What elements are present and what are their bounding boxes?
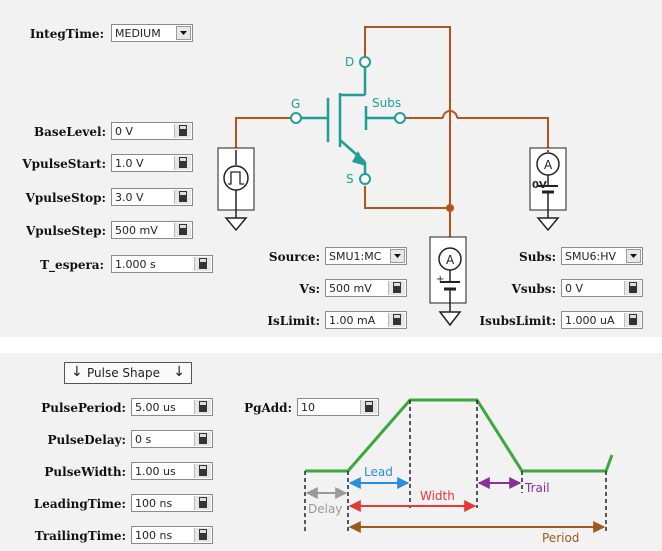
- calculator-icon[interactable]: [194, 528, 211, 542]
- vpulse-start-label: VpulseStart:: [22, 157, 106, 171]
- chevron-down-icon[interactable]: [390, 249, 405, 263]
- pulse-shape-label: Pulse Shape: [87, 366, 160, 380]
- pulse-width-value: 1.00 us: [135, 465, 176, 478]
- vpulse-stop-field[interactable]: 3.0 V: [111, 188, 193, 206]
- vpulse-stop-label: VpulseStop:: [25, 191, 106, 205]
- plus-sign: +: [436, 274, 444, 285]
- calculator-icon[interactable]: [388, 281, 405, 295]
- integ-time-value: MEDIUM: [115, 27, 161, 40]
- pulse-waveform-diagram: Lead Trail Delay Width Period: [304, 398, 614, 545]
- calculator-icon[interactable]: [174, 190, 191, 204]
- vs-field[interactable]: 500 mV: [325, 279, 407, 297]
- trail-label: Trail: [524, 481, 550, 495]
- vsubs-label: Vsubs:: [511, 282, 556, 296]
- calculator-icon[interactable]: [360, 400, 377, 414]
- calculator-icon[interactable]: [388, 313, 405, 327]
- pulse-delay-field[interactable]: 0 s: [131, 430, 213, 448]
- isubs-limit-label: IsubsLimit:: [479, 314, 556, 328]
- delay-label: Delay: [308, 502, 342, 516]
- terminal-s-label: S: [346, 172, 354, 186]
- terminal-subs-label: Subs: [372, 96, 401, 110]
- transistor-schematic: D G S Subs A 0V A +: [217, 26, 567, 327]
- integ-time-select[interactable]: MEDIUM: [111, 24, 193, 42]
- calculator-icon[interactable]: [624, 313, 641, 327]
- calculator-icon[interactable]: [194, 464, 211, 478]
- pulse-delay-value: 0 s: [135, 433, 152, 446]
- lead-label: Lead: [364, 465, 393, 479]
- pulse-shape-button[interactable]: ↓ Pulse Shape ↓: [64, 362, 192, 384]
- vpulse-start-field[interactable]: 1.0 V: [111, 154, 193, 172]
- subs-voltage-label: 0V: [532, 180, 547, 191]
- pulse-period-value: 5.00 us: [135, 401, 176, 414]
- pulse-width-field[interactable]: 1.00 us: [131, 462, 213, 480]
- base-level-label: BaseLevel:: [34, 125, 106, 139]
- calculator-icon[interactable]: [174, 223, 191, 237]
- integ-time-label: IntegTime:: [29, 27, 104, 41]
- arrow-down-icon: ↓: [173, 364, 185, 380]
- t-espera-field[interactable]: 1.000 s: [111, 255, 213, 273]
- is-limit-field[interactable]: 1.00 mA: [325, 311, 407, 329]
- source-select[interactable]: SMU1:MC: [325, 247, 407, 265]
- terminal-d-label: D: [345, 55, 354, 69]
- isubs-limit-field[interactable]: 1.000 uA: [561, 311, 643, 329]
- source-value: SMU1:MC: [329, 250, 382, 263]
- width-label: Width: [420, 489, 455, 503]
- arrow-down-icon: ↓: [71, 364, 83, 380]
- is-limit-label: IsLimit:: [267, 314, 320, 328]
- base-level-field[interactable]: 0 V: [111, 122, 193, 140]
- vpulse-start-value: 1.0 V: [115, 157, 144, 170]
- calculator-icon[interactable]: [174, 156, 191, 170]
- leading-time-value: 100 ns: [135, 497, 173, 510]
- base-level-value: 0 V: [115, 125, 134, 138]
- source-smu-icon: A +: [429, 236, 467, 327]
- trailing-time-label: TrailingTime:: [34, 529, 126, 543]
- pulse-panel: [0, 353, 662, 551]
- t-espera-value: 1.000 s: [115, 258, 156, 271]
- terminal-g-label: G: [291, 97, 300, 111]
- vsubs-value: 0 V: [565, 282, 584, 295]
- isubs-limit-value: 1.000 uA: [565, 314, 615, 327]
- chevron-down-icon[interactable]: [626, 249, 641, 263]
- t-espera-label: T_espera:: [40, 258, 104, 272]
- trailing-time-value: 100 ns: [135, 529, 173, 542]
- vpulse-step-field[interactable]: 500 mV: [111, 221, 193, 239]
- is-limit-value: 1.00 mA: [329, 314, 376, 327]
- vpulse-step-label: VpulseStep:: [25, 224, 106, 238]
- subs-label: Subs:: [519, 250, 556, 264]
- pulse-width-label: PulseWidth:: [44, 465, 126, 479]
- vpulse-stop-value: 3.0 V: [115, 191, 144, 204]
- calculator-icon[interactable]: [194, 257, 211, 271]
- calculator-icon[interactable]: [194, 496, 211, 510]
- pulse-waveform: [305, 398, 614, 473]
- pulse-delay-label: PulseDelay:: [47, 433, 126, 447]
- period-label: Period: [542, 531, 579, 545]
- calculator-icon[interactable]: [624, 281, 641, 295]
- calculator-icon[interactable]: [174, 124, 191, 138]
- calculator-icon[interactable]: [194, 432, 211, 446]
- pulse-generator-icon: [217, 147, 255, 232]
- pg-add-value: 10: [301, 401, 315, 414]
- chevron-down-icon[interactable]: [176, 26, 191, 40]
- substrate-smu-icon: A 0V: [529, 147, 567, 232]
- pg-add-label: PgAdd:: [244, 401, 292, 415]
- calculator-icon[interactable]: [194, 400, 211, 414]
- ammeter-symbol: A: [446, 253, 455, 267]
- subs-select[interactable]: SMU6:HV: [561, 247, 643, 265]
- leading-time-label: LeadingTime:: [33, 497, 126, 511]
- vsubs-field[interactable]: 0 V: [561, 279, 643, 297]
- ammeter-symbol: A: [544, 158, 553, 172]
- vs-label: Vs:: [299, 282, 321, 296]
- trailing-time-field[interactable]: 100 ns: [131, 526, 213, 544]
- vs-value: 500 mV: [329, 282, 372, 295]
- subs-value: SMU6:HV: [565, 250, 617, 263]
- vpulse-step-value: 500 mV: [115, 224, 158, 237]
- source-label: Source:: [268, 250, 320, 264]
- leading-time-field[interactable]: 100 ns: [131, 494, 213, 512]
- pulse-period-label: PulsePeriod:: [41, 401, 126, 415]
- pulse-period-field[interactable]: 5.00 us: [131, 398, 213, 416]
- pg-add-field[interactable]: 10: [297, 398, 379, 416]
